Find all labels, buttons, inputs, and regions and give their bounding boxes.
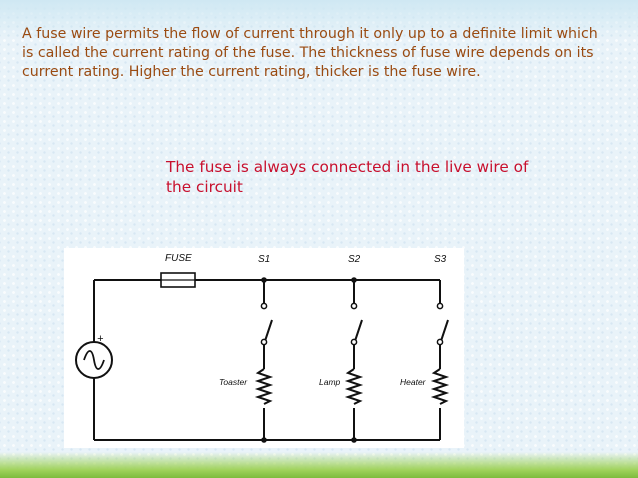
switch-label-s1: S1 (258, 254, 270, 265)
load-label-heater: Heater (400, 377, 427, 387)
circuit-svg: FUSE S1 S2 S3 Toaster Lamp Heater + (75, 253, 450, 443)
circuit-diagram: FUSE S1 S2 S3 Toaster Lamp Heater + (64, 248, 464, 448)
fuse-description-paragraph: A fuse wire permits the flow of current … (22, 26, 598, 80)
grass-border (0, 452, 638, 478)
switch-label-s3: S3 (434, 254, 447, 265)
live-wire-note: The fuse is always connected in the live… (166, 158, 529, 196)
source-polarity-label: + (97, 333, 104, 345)
load-label-toaster: Toaster (219, 377, 248, 387)
sine-wave-icon (83, 350, 105, 370)
load-label-lamp: Lamp (319, 377, 341, 387)
top-decorative-band (0, 0, 638, 40)
switch-label-s2: S2 (348, 254, 361, 265)
fuse-label: FUSE (165, 253, 192, 264)
